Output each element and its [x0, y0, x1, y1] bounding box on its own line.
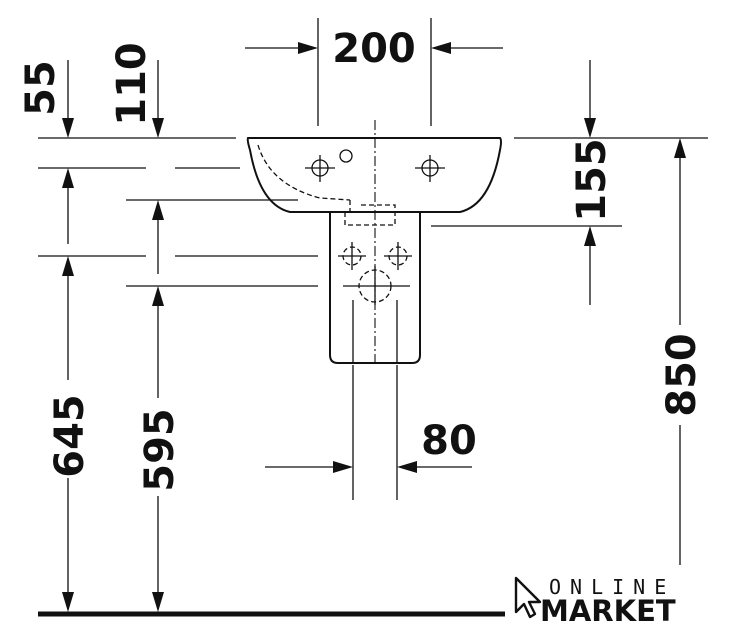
drain-outlet: [343, 266, 410, 305]
dim-850: 850: [659, 138, 705, 565]
dim-55-label: 55: [18, 60, 64, 116]
dim-55: 55: [18, 60, 74, 244]
dim-80-label: 80: [421, 418, 477, 464]
dim-155-label: 155: [569, 138, 615, 222]
dim-155: 155: [569, 60, 615, 305]
logo-line2: MARKET: [540, 594, 676, 628]
dim-80: 80: [265, 418, 477, 473]
tap-hole-right: [415, 155, 445, 182]
dim-595: 595: [137, 286, 183, 612]
dim-110-label: 110: [109, 42, 155, 126]
logo-line1: ONLINE: [549, 575, 675, 599]
dim-200-label: 200: [332, 26, 416, 72]
washbasin: [246, 137, 502, 226]
dim-850-label: 850: [659, 333, 705, 417]
dim-200: 200: [245, 26, 503, 72]
dim-645-label: 645: [47, 394, 93, 478]
tap-hole-left: [305, 155, 335, 182]
extension-lines: [38, 18, 708, 500]
online-market-logo: ONLINE MARKET: [514, 575, 676, 628]
dim-110: 110: [109, 42, 164, 274]
dim-595-label: 595: [137, 408, 183, 492]
supply-right: [384, 242, 412, 270]
supply-left: [338, 242, 366, 270]
cursor-icon: [514, 576, 542, 619]
dim-645: 645: [47, 256, 93, 612]
